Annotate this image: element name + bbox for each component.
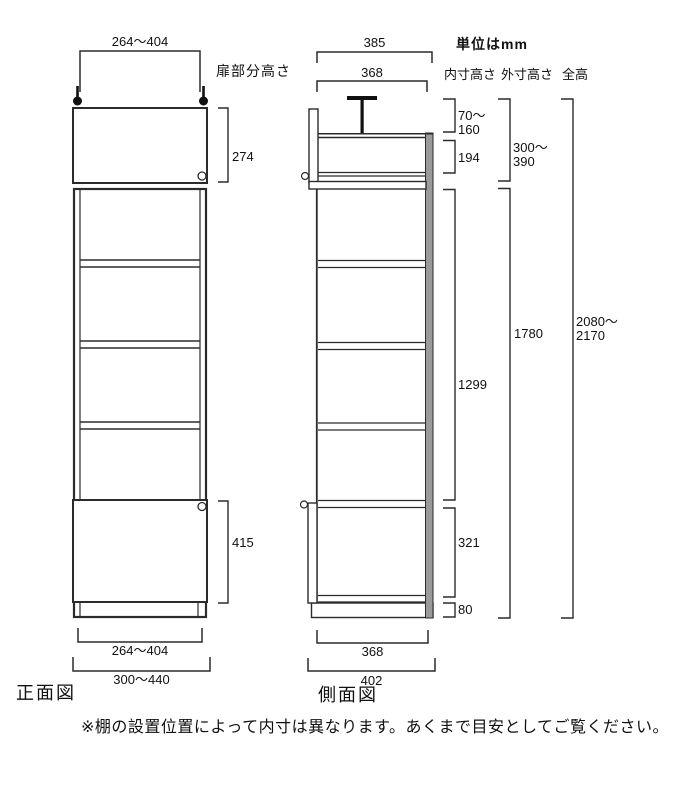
bracket-1299 (443, 188, 456, 501)
bracket-194 (443, 139, 456, 174)
dim-inner-321: 321 (458, 535, 480, 550)
dim-274-bracket (218, 107, 229, 183)
dim-front-bottom-width-outer: 300〜440 (113, 672, 170, 687)
dim-outer-300-390: 300〜 390 (513, 140, 548, 169)
lower-door-panel (72, 499, 208, 603)
dim-lower-door-height: 415 (232, 535, 254, 550)
bracket-300-390 (498, 98, 511, 182)
dim-total-2080-2170: 2080〜 2170 (576, 314, 618, 343)
dim-inner-1299: 1299 (458, 377, 487, 392)
side-lower-door-edge (307, 502, 318, 604)
bracket-1780 (498, 187, 511, 619)
bracket-2080-2170 (561, 98, 574, 619)
side-upper-door-edge (308, 108, 319, 184)
tension-bolt-icon (347, 96, 377, 133)
upper-door-panel (72, 107, 208, 184)
bracket-321 (443, 507, 456, 598)
junction-board (308, 180, 427, 190)
dim-front-top-width: 264〜404 (111, 34, 169, 49)
dim-side-bottom-depth-inner: 368 (361, 644, 384, 659)
side-shelves (318, 259, 426, 603)
dim-front-bottom-width-inner: 264〜404 (111, 643, 169, 658)
side-top-dim1-bracket (316, 51, 433, 63)
header-inner-height: 内寸高さ (444, 67, 497, 82)
dim-415-bracket (218, 500, 229, 604)
bracket-80 (443, 602, 456, 618)
front-view-title: 正面図 (16, 683, 76, 703)
side-view-title: 側面図 (318, 685, 378, 705)
dim-upper-door-height: 274 (232, 149, 254, 164)
bolt-icon (73, 86, 208, 106)
side-top-dim2-bracket (316, 80, 428, 92)
dim-side-top-width-outer: 385 (363, 35, 386, 50)
front-top-dim-bracket (79, 50, 201, 92)
side-base (310, 602, 434, 619)
lower-door-knob (197, 501, 207, 512)
side-bottom-dim1-bracket (316, 630, 429, 644)
dim-side-bottom-depth-outer: 402 (360, 673, 383, 688)
label-door-section-height: 扉部分高さ (216, 63, 291, 79)
back-panel (425, 132, 434, 619)
upper-door-knob (197, 171, 207, 181)
bracket-70-160 (443, 98, 456, 133)
side-upper-knob (300, 171, 310, 181)
side-lower-knob (299, 500, 309, 509)
front-bottom-dim2-bracket (72, 657, 211, 672)
unit-note: 単位はmm (456, 36, 528, 52)
header-total-height: 全高 (562, 67, 589, 82)
side-view-drawing (299, 51, 436, 672)
dim-inner-70-160: 70〜 160 (458, 108, 486, 137)
side-bottom-dim2-bracket (307, 658, 436, 672)
footnote: ※棚の設置位置によって内寸は異なります。あくまで目安としてご覧ください。 (81, 719, 670, 736)
dim-outer-1780: 1780 (514, 326, 543, 341)
front-view-drawing (72, 50, 229, 672)
dim-inner-80: 80 (458, 602, 473, 617)
front-bottom-dim1-bracket (77, 628, 203, 643)
header-outer-height: 外寸高さ (501, 67, 554, 82)
dim-side-top-width-inner: 368 (361, 65, 383, 80)
height-dimension-brackets (443, 98, 574, 619)
front-shelves (80, 259, 200, 430)
dim-inner-194: 194 (458, 150, 480, 165)
